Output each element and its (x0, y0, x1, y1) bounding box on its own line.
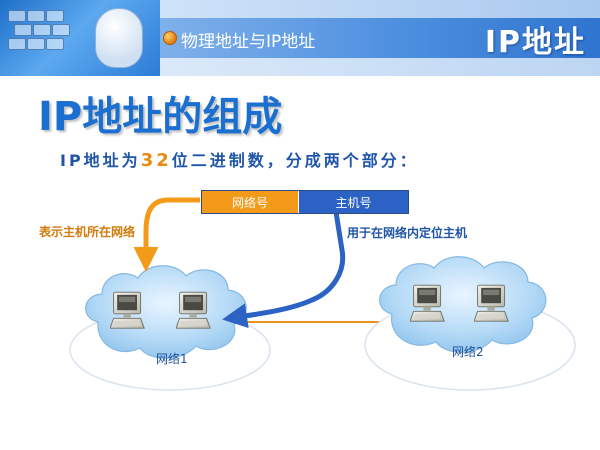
network-meaning-label: 表示主机所在网络 (39, 225, 136, 239)
mouse-icon (95, 8, 143, 68)
cloud-network-2 (379, 256, 547, 353)
host-meaning-label: 用于在网络内定位主机 (347, 226, 468, 240)
summary-prefix: IP地址为 (60, 151, 141, 170)
computer-icon (176, 291, 211, 329)
network-number-segment: 网络号 (202, 191, 298, 213)
slide-title: IP地址的组成 (38, 94, 283, 140)
header-subtitle: 物理地址与IP地址 (181, 32, 316, 52)
network-part-arrow (133, 197, 200, 272)
header-title: IP地址 (484, 25, 586, 60)
network-2-label: 网络2 (452, 345, 484, 359)
header-band-top (160, 0, 600, 18)
header-band (160, 18, 600, 58)
network-1-label: 网络1 (156, 352, 188, 366)
computer-icon (474, 284, 509, 322)
header-band-bottom (160, 58, 600, 76)
summary-line: IP地址为32位二进制数，分成两个部分： (60, 147, 419, 171)
host-part-arrow (222, 211, 346, 329)
host-number-segment: 主机号 (298, 191, 408, 213)
computer-icon (410, 284, 445, 322)
computer-icon (110, 291, 145, 329)
bullet-dot-icon (163, 31, 177, 45)
cloud-network-1 (85, 265, 247, 359)
ip-address-bar: 网络号 主机号 (201, 190, 409, 214)
summary-suffix: 位二进制数，分成两个部分： (171, 151, 419, 170)
slide-header: 物理地址与IP地址 IP地址 (0, 0, 600, 76)
summary-number: 32 (140, 150, 172, 171)
keyboard-mouse-photo (0, 0, 165, 76)
